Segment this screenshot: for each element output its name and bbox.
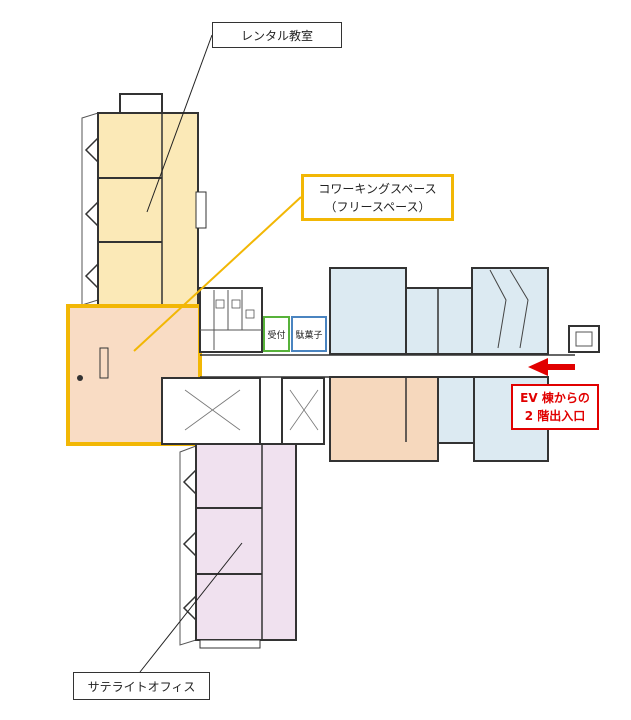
- ev-text-line1: EV 棟からの: [520, 391, 590, 405]
- leader-satellite: [139, 542, 243, 673]
- south-stair: [199, 639, 261, 649]
- ev-text-line2: 2 階出入口: [524, 409, 586, 423]
- reception-label: 受付: [267, 330, 286, 341]
- east-room-2: [405, 287, 473, 355]
- center-room: [329, 376, 439, 462]
- east-room-1: [329, 267, 407, 355]
- coworking-text-line1: コワーキングスペース: [318, 181, 437, 196]
- coworking-outline: [66, 304, 202, 446]
- coworking-text-line2: （フリースペース）: [324, 199, 431, 214]
- reception-room: 受付: [263, 316, 290, 352]
- leader-coworking: [133, 196, 302, 352]
- satellite-office-area: [195, 443, 297, 641]
- toilet-core: [199, 287, 263, 353]
- leader-rental: [146, 34, 213, 213]
- rental-classroom-text: レンタル教室: [240, 28, 313, 43]
- east-stair: [568, 325, 600, 353]
- candy-shop-room: 駄菓子: [291, 316, 327, 352]
- ev-entrance-label: EV 棟からの 2 階出入口: [511, 384, 599, 430]
- east-room-4: [437, 376, 475, 444]
- candy-shop-label: 駄菓子: [295, 330, 323, 341]
- coworking-label: コワーキングスペース （フリースペース）: [301, 174, 454, 221]
- arrow-left-icon: [528, 358, 575, 376]
- satellite-office-label: サテライトオフィス: [73, 672, 210, 700]
- west-facade-lower: [179, 445, 197, 646]
- satellite-office-text: サテライトオフィス: [87, 679, 196, 694]
- east-room-3: [471, 267, 549, 355]
- rental-classroom-label: レンタル教室: [212, 22, 342, 48]
- north-stair: [119, 93, 163, 115]
